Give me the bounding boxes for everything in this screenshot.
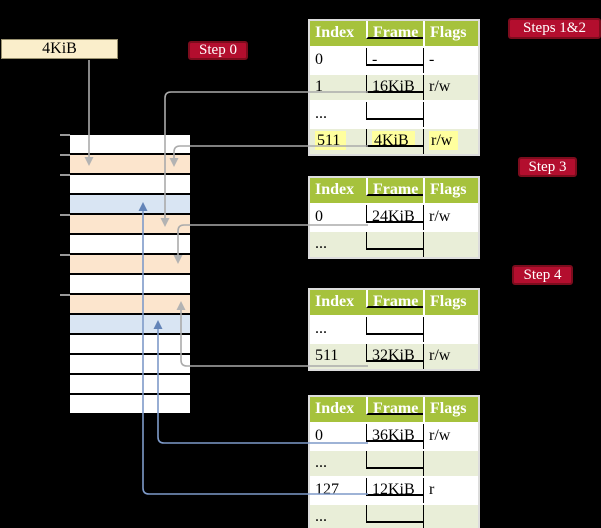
cell-frame	[366, 232, 423, 250]
cell-index: 0	[315, 51, 323, 68]
table-header-row: Index Frame Flags	[310, 178, 478, 203]
steps12-badge: Steps 1&2	[508, 18, 601, 39]
highlighted-value: 511	[315, 131, 347, 150]
memory-frame-peach	[70, 155, 190, 175]
cell-index: ...	[315, 320, 327, 337]
table-row: 1 16KiB r/w	[310, 73, 478, 100]
step3-badge: Step 3	[518, 157, 577, 177]
address-tick	[60, 294, 70, 296]
memory-frame-white	[70, 275, 190, 295]
table-row: ...	[310, 315, 478, 342]
page-table-level4: Index Frame Flags 0 - - 1 16KiB r/w ... …	[308, 19, 480, 156]
cell-flags: r/w	[423, 344, 478, 369]
table-row: ...	[310, 100, 478, 127]
column-header-index: Index	[315, 400, 355, 417]
cell-flags: r/w	[423, 205, 478, 230]
cell-frame: 36KiB	[366, 424, 423, 442]
cell-frame: -	[366, 48, 423, 66]
cell-flags	[423, 317, 478, 342]
table-row-highlighted: 511 4KiB r/w	[310, 127, 478, 154]
memory-frame-white	[70, 375, 190, 395]
cell-index: ...	[315, 105, 327, 122]
physical-memory-stack	[70, 135, 190, 415]
cell-frame: 4KiB	[366, 129, 423, 147]
table-row: ...	[310, 449, 478, 476]
cell-index: 0	[315, 427, 323, 444]
cell-frame	[366, 317, 423, 335]
root-table-address-label: 4KiB	[42, 40, 77, 57]
cell-frame: 12KiB	[366, 478, 423, 496]
cell-flags: r/w	[423, 129, 478, 154]
table-row: 127 12KiB r	[310, 476, 478, 503]
cell-flags	[423, 232, 478, 257]
table-header-row: Index Frame Flags	[310, 397, 478, 422]
memory-frame-peach	[70, 295, 190, 315]
cell-index: ...	[315, 235, 327, 252]
memory-frame-white	[70, 175, 190, 195]
highlighted-value: r/w	[429, 131, 459, 150]
cell-flags	[423, 102, 478, 127]
address-tick	[60, 174, 70, 176]
memory-frame-white	[70, 235, 190, 255]
address-tick	[60, 214, 70, 216]
table-row: 511 32KiB r/w	[310, 342, 478, 369]
step0-badge: Step 0	[188, 41, 248, 60]
column-header-index: Index	[315, 24, 355, 41]
table-row: 0 36KiB r/w	[310, 422, 478, 449]
table-row: 0 - -	[310, 46, 478, 73]
cell-frame	[366, 451, 423, 469]
column-header-index: Index	[315, 293, 355, 310]
memory-frame-peach	[70, 255, 190, 275]
cell-frame	[366, 102, 423, 120]
cell-flags: r	[423, 478, 478, 503]
memory-frame-white	[70, 135, 190, 155]
memory-frame-white	[70, 335, 190, 355]
cell-flags: r/w	[423, 424, 478, 449]
page-table-level2: Index Frame Flags ... 511 32KiB r/w	[308, 288, 480, 371]
root-table-address-box: 4KiB	[1, 39, 118, 59]
cell-flags: -	[423, 48, 478, 73]
cell-index: 127	[315, 481, 339, 498]
cell-frame	[366, 505, 423, 523]
cell-index: ...	[315, 508, 327, 525]
address-tick	[60, 254, 70, 256]
cell-frame: 24KiB	[366, 205, 423, 223]
column-header-flags: Flags	[423, 21, 478, 46]
table-row: ...	[310, 230, 478, 257]
memory-frame-white	[70, 395, 190, 415]
table-row: 0 24KiB r/w	[310, 203, 478, 230]
memory-frame-blue	[70, 195, 190, 215]
column-header-flags: Flags	[423, 178, 478, 203]
cell-frame: 32KiB	[366, 344, 423, 362]
cell-frame: 16KiB	[366, 75, 423, 93]
address-tick	[60, 134, 70, 136]
step4-badge: Step 4	[512, 265, 573, 285]
memory-frame-white	[70, 355, 190, 375]
column-header-frame: Frame	[366, 21, 423, 39]
column-header-index: Index	[315, 181, 355, 198]
table-header-row: Index Frame Flags	[310, 21, 478, 46]
cell-index: 511	[310, 129, 366, 154]
address-tick	[60, 154, 70, 156]
table-row: ...	[310, 503, 478, 528]
memory-frame-peach	[70, 215, 190, 235]
cell-index: 0	[315, 208, 323, 225]
column-header-frame: Frame	[366, 397, 423, 415]
cell-index: 1	[315, 78, 323, 95]
page-table-level1: Index Frame Flags 0 36KiB r/w ... 127 12…	[308, 395, 480, 528]
memory-frame-blue	[70, 315, 190, 335]
cell-index: ...	[315, 454, 327, 471]
highlighted-value: 4KiB	[372, 131, 415, 145]
column-header-flags: Flags	[423, 397, 478, 422]
table-header-row: Index Frame Flags	[310, 290, 478, 315]
cell-flags	[423, 505, 478, 528]
column-header-frame: Frame	[366, 290, 423, 308]
cell-flags	[423, 451, 478, 476]
page-table-level3: Index Frame Flags 0 24KiB r/w ...	[308, 176, 480, 259]
column-header-frame: Frame	[366, 178, 423, 196]
column-header-flags: Flags	[423, 290, 478, 315]
cell-index: 511	[315, 347, 339, 364]
cell-flags: r/w	[423, 75, 478, 100]
